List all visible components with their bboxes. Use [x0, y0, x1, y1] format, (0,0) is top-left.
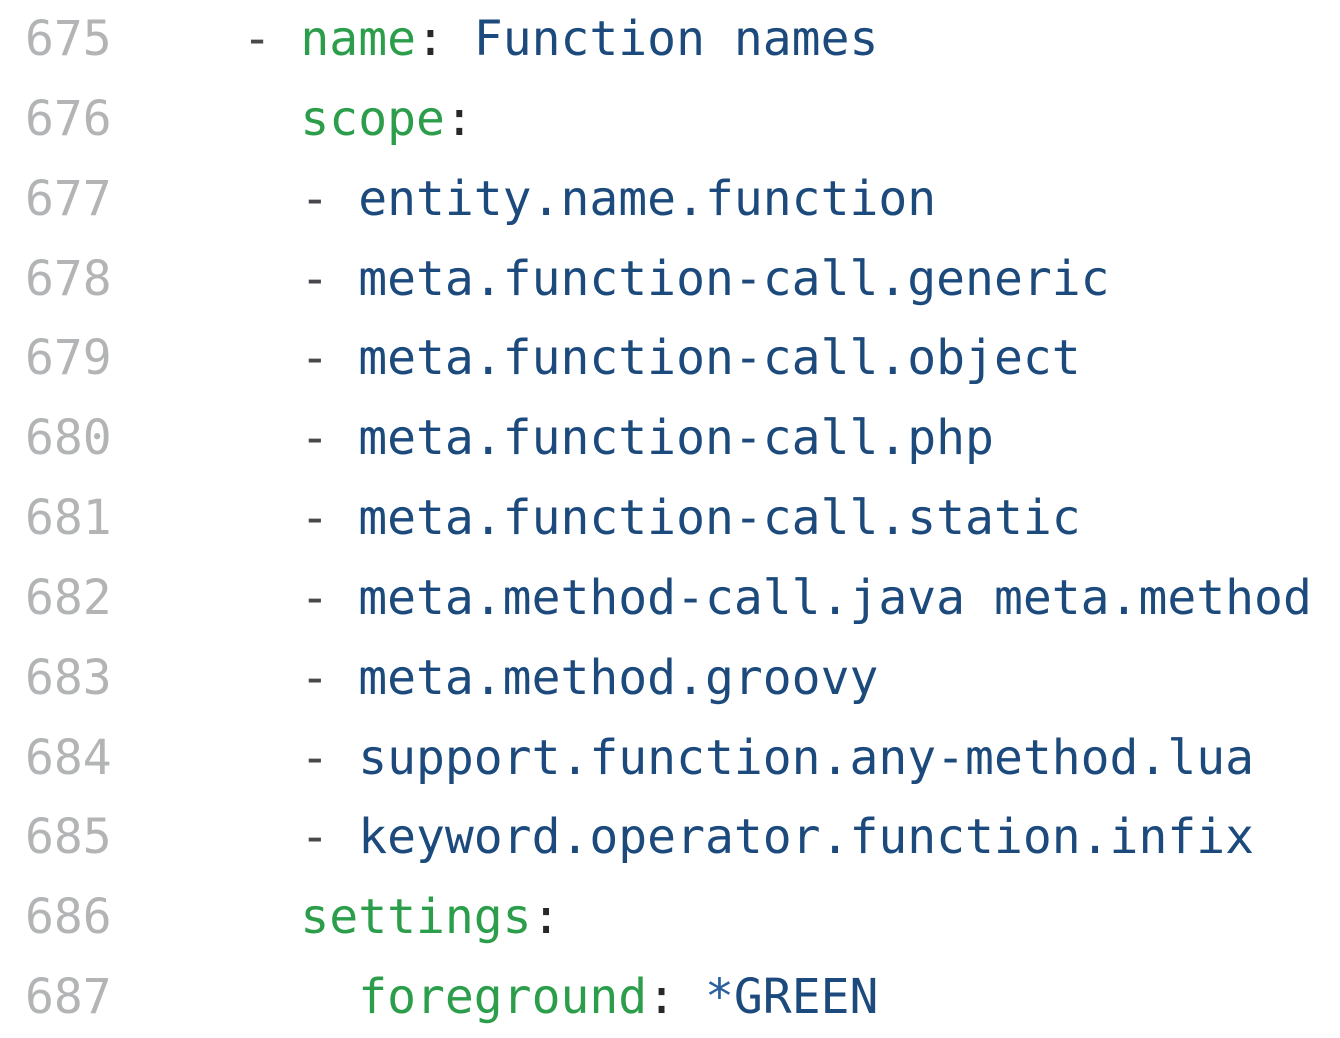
line-number[interactable]: 685: [25, 809, 112, 866]
code-token-punct: -: [300, 809, 359, 866]
code-token-key: scope: [300, 90, 445, 147]
code-line: 681 - meta.function-call.static: [0, 479, 1340, 559]
code-token-colon: :: [415, 11, 445, 67]
line-number[interactable]: 687: [25, 969, 112, 1026]
line-number[interactable]: 675: [25, 11, 112, 67]
line-number[interactable]: 684: [25, 729, 112, 786]
code-token-ws: [127, 809, 300, 865]
code-line: 687 foreground: *GREEN: [0, 958, 1340, 1038]
code-token-ws: [127, 330, 300, 386]
code-token-ws: [127, 889, 300, 945]
code-line: 675 - name: Function names: [0, 0, 1340, 80]
code-line: 676 scope:: [0, 80, 1340, 160]
code-token-key: foreground: [358, 969, 648, 1026]
code-line: 677 - entity.name.function: [0, 160, 1340, 240]
code-token-ws: [127, 730, 300, 786]
code-token-value: meta.method-call.java meta.method: [358, 569, 1312, 626]
line-number[interactable]: 682: [25, 569, 112, 626]
code-token-punct: -: [300, 250, 359, 307]
code-token-punct: -: [300, 729, 359, 786]
code-token-ws: [676, 969, 705, 1025]
line-number[interactable]: 681: [25, 490, 112, 547]
code-token-punct: -: [300, 649, 359, 706]
code-token-ws: [127, 969, 358, 1025]
code-token-ws: [127, 570, 300, 626]
code-token-value: meta.function-call.generic: [358, 250, 1110, 307]
code-token-value: meta.method.groovy: [358, 649, 879, 706]
line-number[interactable]: 686: [25, 889, 112, 946]
code-line: 680 - meta.function-call.php: [0, 399, 1340, 479]
code-token-ws: [127, 91, 300, 147]
code-token-alias: *: [704, 969, 734, 1026]
code-token-value: Function names: [444, 11, 879, 67]
code-token-ws: [127, 410, 300, 466]
code-token-ws: [127, 171, 300, 227]
code-token-punct: -: [300, 569, 359, 626]
code-token-ws: [127, 11, 243, 67]
code-line: 678 - meta.function-call.generic: [0, 240, 1340, 320]
code-token-punct: -: [242, 11, 301, 67]
code-token-value: keyword.operator.function.infix: [358, 809, 1255, 866]
code-token-colon: :: [531, 889, 561, 946]
code-line: 686 settings:: [0, 878, 1340, 958]
code-token-value: meta.function-call.static: [358, 490, 1081, 547]
code-token-punct: -: [300, 490, 359, 547]
code-line: 682 - meta.method-call.java meta.method: [0, 559, 1340, 639]
code-token-colon: :: [647, 969, 677, 1026]
line-number[interactable]: 677: [25, 170, 112, 227]
line-number[interactable]: 683: [25, 649, 112, 706]
code-token-value: support.function.any-method.lua: [358, 729, 1255, 786]
code-token-ws: [127, 650, 300, 706]
code-line: 685 - keyword.operator.function.infix: [0, 798, 1340, 878]
code-token-ws: [127, 490, 300, 546]
code-token-key: name: [300, 11, 416, 67]
code-token-key: settings: [300, 889, 532, 946]
code-line: 684 - support.function.any-method.lua: [0, 719, 1340, 799]
line-number[interactable]: 678: [25, 250, 112, 307]
code-token-ws: [127, 251, 300, 307]
code-token-value: meta.function-call.php: [358, 410, 994, 467]
line-number[interactable]: 676: [25, 90, 112, 147]
code-line: 679 - meta.function-call.object: [0, 319, 1340, 399]
line-number[interactable]: 679: [25, 330, 112, 387]
line-number[interactable]: 680: [25, 410, 112, 467]
code-line: 683 - meta.method.groovy: [0, 639, 1340, 719]
code-token-punct: -: [300, 330, 359, 387]
code-token-punct: -: [300, 410, 359, 467]
code-token-value: GREEN: [733, 969, 879, 1026]
code-token-colon: :: [444, 90, 474, 147]
code-token-value: meta.function-call.object: [358, 330, 1081, 387]
code-token-value: entity.name.function: [358, 170, 937, 227]
code-token-punct: -: [300, 170, 359, 227]
